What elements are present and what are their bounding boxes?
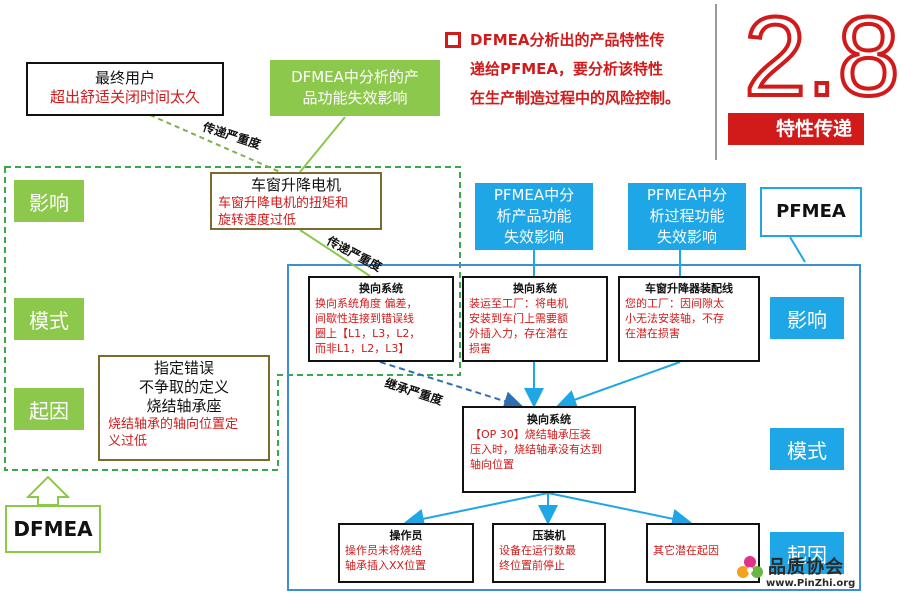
fm-line2: 压入时，烧结轴承没有达到 <box>470 443 602 456</box>
cause-line2: 不争取的定义 <box>138 378 229 396</box>
fe3-line3: 在潜在损害 <box>625 327 680 340</box>
cause-desc1: 烧结轴承的轴向位置定 <box>108 417 239 432</box>
fc1-box: 操作员 操作员未将烧结 轴承插入XX位置 <box>338 523 474 583</box>
pf-process-effect-line1: PFMEA中分 <box>646 186 728 204</box>
bullet-line-1: DFMEA分析出的产品特性传 <box>470 31 665 49</box>
end-user-desc: 超出舒适关闭时间太久 <box>49 88 200 106</box>
dfmea-product-effect-box: DFMEA中分析的产 品功能失效影响 <box>270 60 440 116</box>
dashed-link-enduser-motor <box>149 114 281 173</box>
fe2-box: 换向系统 装运至工厂：将电机 安装到车门上需要额 外插入力，存在潜在 损害 <box>462 276 608 362</box>
bullet-line-2: 递给PFMEA，要分析该特性 <box>470 60 664 78</box>
dfmea-dashed-frame <box>4 166 461 471</box>
fe2-title: 换向系统 <box>513 282 557 295</box>
motor-box: 车窗升降电机 车窗升降电机的扭矩和 旋转速度过低 <box>210 172 382 230</box>
dfmea-up-arrow-icon <box>25 475 71 506</box>
watermark-cn: 品质协会 <box>768 557 844 578</box>
fc2-box: 压装机 设备在运行数最 终位置前停止 <box>492 523 606 583</box>
fe1-title: 换向系统 <box>359 282 403 295</box>
fe3-title: 车窗升降器装配线 <box>645 282 733 295</box>
cause-desc2: 义过低 <box>108 434 148 449</box>
fe1-box: 换向系统 换向系统角度 偏差， 间歇性连接到错误线 圈上【L1，L3，L2， 而… <box>308 276 454 362</box>
dfmea-product-effect-line1: DFMEA中分析的产 <box>291 68 419 86</box>
fc2-line1: 设备在运行数最 <box>499 544 576 557</box>
fe2-line4: 损害 <box>469 342 491 355</box>
flower-logo-icon <box>736 555 764 583</box>
end-user-title: 最终用户 <box>94 69 155 87</box>
pfmea-callout-tail <box>789 236 806 263</box>
left-label-effect: 影响 <box>14 180 84 222</box>
left-label-cause: 起因 <box>14 388 84 430</box>
pfmea-label-box: PFMEA <box>760 187 862 237</box>
fc2-title: 压装机 <box>532 529 566 542</box>
dfmea-product-effect-line2: 品功能失效影响 <box>302 89 408 107</box>
fc1-line1: 操作员未将烧结 <box>345 544 422 557</box>
motor-title: 车窗升降电机 <box>250 176 341 194</box>
fe1-line2: 间歇性连接到错误线 <box>315 312 414 325</box>
fm-title: 换向系统 <box>527 413 571 426</box>
cause-line3: 烧结轴承座 <box>146 397 222 415</box>
fe1-line1: 换向系统角度 偏差， <box>315 297 418 310</box>
fm-line1: 【OP 30】烧结轴承压装 <box>470 428 591 441</box>
left-label-mode: 模式 <box>14 298 84 340</box>
pf-product-effect-box: PFMEA中分 析产品功能 失效影响 <box>475 183 593 250</box>
arrow-fm-fc3 <box>547 492 692 529</box>
section-number: 2.8 <box>742 0 900 119</box>
pf-process-effect-box: PFMEA中分 析过程功能 失效影响 <box>628 183 746 250</box>
dfmea-label-box: DFMEA <box>5 505 101 553</box>
fe3-line1: 您的工厂：因间隙太 <box>625 297 724 310</box>
arrow-fe3-fm <box>556 361 681 410</box>
fc3-line1: 其它潜在起因 <box>653 544 719 557</box>
fe2-line2: 安装到车门上需要额 <box>469 312 568 325</box>
right-label-mode: 模式 <box>770 428 844 470</box>
arrow-fm-fc1 <box>404 492 549 529</box>
connector-layer <box>4 4 861 591</box>
fm-box: 换向系统 【OP 30】烧结轴承压装 压入时，烧结轴承没有达到 轴向位置 <box>462 406 636 493</box>
fm-line3: 轴向位置 <box>470 458 514 471</box>
bullet-square-icon <box>445 32 461 48</box>
dfmea-cause-box: 指定错误 不争取的定义 烧结轴承座 烧结轴承的轴向位置定 义过低 <box>98 355 270 461</box>
fe1-line4: 而非L1，L2，L3】 <box>315 342 410 355</box>
pf-process-effect-line3: 失效影响 <box>656 228 717 246</box>
pf-product-effect-line2: 析产品功能 <box>496 207 572 225</box>
pf-product-effect-line3: 失效影响 <box>503 228 564 246</box>
dashed-arrow-inherit <box>379 361 524 411</box>
watermark-url: www.PinZhi.org <box>766 578 856 589</box>
pfmea-frame <box>287 264 861 591</box>
end-user-box: 最终用户 超出舒适关闭时间太久 <box>26 62 224 116</box>
right-label-cause: 起因 <box>770 532 844 574</box>
line-motor-fe1 <box>299 229 371 277</box>
fe2-line1: 装运至工厂：将电机 <box>469 297 568 310</box>
fc2-line2: 终位置前停止 <box>499 559 565 572</box>
pf-process-effect-line2: 析过程功能 <box>649 207 725 225</box>
right-label-effect: 影响 <box>770 297 844 339</box>
motor-line1: 车窗升降电机的扭矩和 <box>218 196 349 211</box>
fe3-line2: 小无法安装轴，不存 <box>625 312 724 325</box>
fc1-line2: 轴承插入XX位置 <box>345 559 427 572</box>
fe2-line3: 外插入力，存在潜在 <box>469 327 568 340</box>
bullet-line-3: 在生产制造过程中的风险控制。 <box>470 89 681 107</box>
fe1-line3: 圈上【L1，L3，L2， <box>315 327 421 340</box>
motor-line2: 旋转速度过低 <box>218 213 297 228</box>
line-dfmea-motor <box>299 116 346 173</box>
cause-line1: 指定错误 <box>153 359 214 377</box>
fe3-box: 车窗升降器装配线 您的工厂：因间隙太 小无法安装轴，不存 在潜在损害 <box>618 276 760 362</box>
section-title: 特性传递 <box>728 113 864 145</box>
pf-product-effect-line1: PFMEA中分 <box>493 186 575 204</box>
fc1-title: 操作员 <box>389 529 423 542</box>
header-bullet-text: DFMEA分析出的产品特性传 递给PFMEA，要分析该特性 在生产制造过程中的风… <box>470 26 715 113</box>
